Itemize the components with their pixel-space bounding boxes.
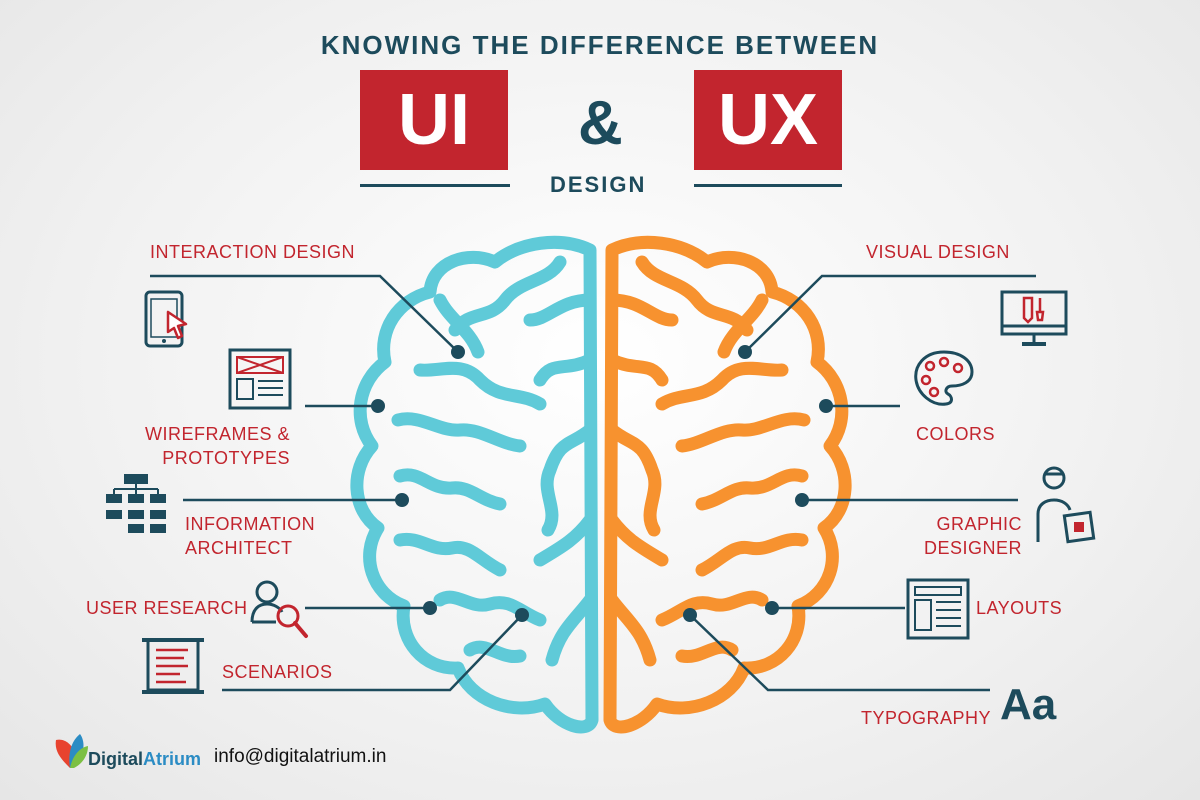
- label-layouts: LAYOUTS: [976, 598, 1063, 618]
- right-connectors: [689, 274, 1036, 692]
- label-wireframes-1: WIREFRAMES &: [144, 424, 290, 444]
- left-brain-hemisphere: [350, 235, 599, 734]
- left-connectors: [150, 274, 523, 692]
- label-information-1: INFORMATION: [185, 514, 316, 534]
- ampersand: &: [578, 89, 623, 158]
- ux-title-box: UX: [694, 70, 842, 170]
- ui-title-box: UI: [360, 70, 508, 170]
- label-interaction-design: INTERACTION DESIGN: [150, 242, 356, 262]
- footer-brand: DigitalAtrium: [88, 749, 201, 770]
- monitor-brush-icon: [1000, 290, 1068, 346]
- layout-grid-icon: [906, 578, 970, 640]
- label-scenarios: SCENARIOS: [222, 662, 333, 682]
- header-rule-right: [694, 184, 842, 187]
- sitemap-icon: [106, 474, 166, 533]
- design-subtitle: DESIGN: [550, 172, 647, 197]
- right-brain-hemisphere: [603, 235, 852, 734]
- label-user-research: USER RESEARCH: [86, 598, 248, 618]
- header-rule-left: [360, 184, 510, 187]
- label-wireframes-2: PROTOTYPES: [162, 448, 290, 468]
- tablet-touch-icon: [144, 290, 188, 348]
- user-search-icon: [250, 580, 308, 638]
- palette-icon: [914, 350, 974, 406]
- footer-email[interactable]: info@digitalatrium.in: [214, 746, 387, 767]
- left-connector-dots: [371, 345, 529, 622]
- label-visual-design: VISUAL DESIGN: [866, 242, 1010, 262]
- label-information-2: ARCHITECT: [185, 538, 293, 558]
- wireframe-document-icon: [228, 348, 292, 410]
- text-aa-icon: Aa: [1000, 680, 1057, 729]
- label-graphic-1: GRAPHIC: [936, 514, 1022, 534]
- label-graphic-2: DESIGNER: [923, 538, 1022, 558]
- infographic-title: KNOWING THE DIFFERENCE BETWEEN: [320, 30, 880, 60]
- brand-word-atrium: Atrium: [143, 749, 202, 769]
- designer-person-icon: [1036, 466, 1096, 544]
- digitalatrium-logo-icon: [55, 734, 88, 768]
- brand-word-digital: Digital: [88, 749, 144, 769]
- scroll-document-icon: [142, 638, 204, 694]
- right-connector-dots: [683, 345, 833, 622]
- label-typography: TYPOGRAPHY: [861, 708, 992, 728]
- label-colors: COLORS: [916, 424, 996, 444]
